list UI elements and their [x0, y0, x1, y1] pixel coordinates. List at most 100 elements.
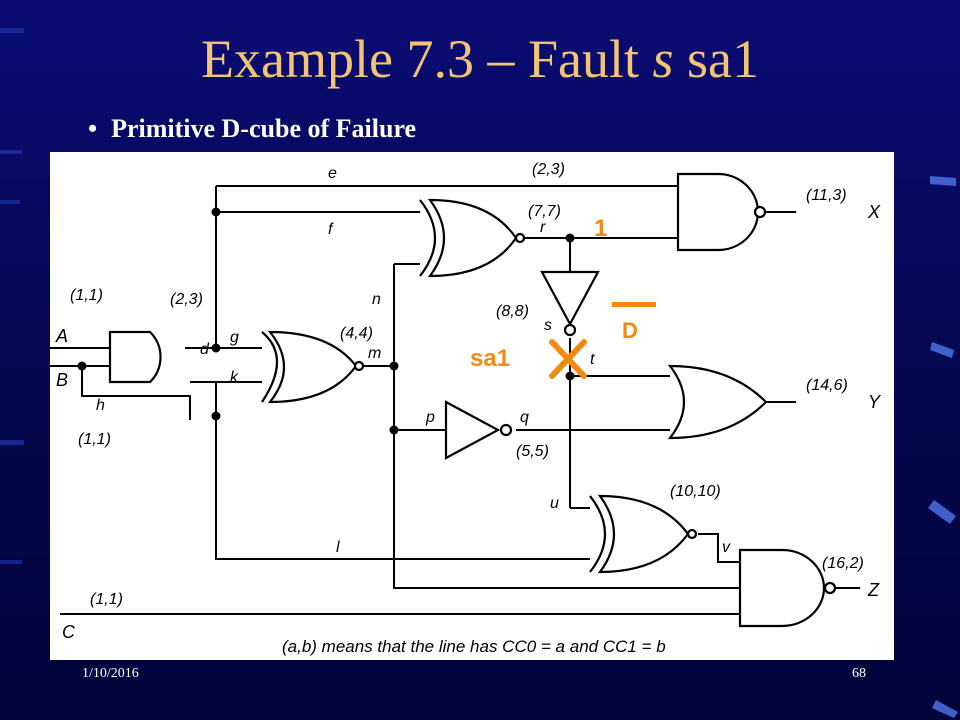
- label-v: v: [722, 539, 731, 556]
- cc-c: (1,1): [90, 591, 123, 608]
- bullet-item: • Primitive D-cube of Failure: [88, 114, 416, 144]
- output-x-label: X: [867, 202, 881, 222]
- not-gate-q-bubble: [499, 423, 513, 437]
- annotation-one: 1: [594, 215, 607, 242]
- circuit-diagram: e f d g k h l m n p q r s t u v A B C X …: [50, 161, 882, 656]
- cc-e: (2,3): [532, 161, 565, 178]
- nor-gate-1: [267, 330, 358, 404]
- background-stripe: [0, 28, 24, 33]
- not-gate-s: [540, 270, 600, 327]
- fault-x-icon: [549, 339, 587, 379]
- cc-x: (11,3): [806, 187, 847, 204]
- label-h: h: [96, 397, 105, 414]
- cc-a: (1,1): [70, 287, 103, 304]
- bullet-text: Primitive D-cube of Failure: [111, 114, 417, 143]
- xnor-gate-bubble: [514, 232, 526, 244]
- io-labels: A B C X Y Z: [55, 202, 882, 642]
- cc-m: (4,4): [340, 325, 373, 342]
- label-p: p: [425, 409, 435, 426]
- d-bar-overline: [612, 302, 656, 307]
- junction-dot: [77, 361, 87, 371]
- label-n: n: [372, 291, 381, 308]
- wire-v: [698, 533, 740, 563]
- nand-gate-z: [738, 548, 826, 628]
- junction-dot: [565, 233, 575, 243]
- label-t: t: [590, 351, 595, 368]
- nand-gate-z-bubble: [823, 581, 837, 595]
- cc-z: (16,2): [822, 555, 864, 572]
- wire-l: [215, 382, 590, 560]
- nor-gate-2: [597, 494, 690, 574]
- label-q: q: [520, 409, 529, 426]
- label-l: l: [336, 539, 340, 556]
- cc-labels: (1,1) (1,1) (1,1) (2,3) (2,3) (4,4) (7,7…: [70, 161, 864, 608]
- nor-gate-2-back: [589, 495, 607, 573]
- nor-gate-1-bubble: [353, 360, 365, 372]
- circuit-diagram-panel: e f d g k h l m n p q r s t u v A B C X …: [50, 152, 894, 660]
- label-u: u: [550, 495, 559, 512]
- background-stripe: [930, 342, 954, 358]
- label-d: d: [200, 341, 210, 358]
- footer-date: 1/10/2016: [82, 666, 139, 681]
- line-labels: e f d g k h l m n p q r s t u v: [96, 165, 731, 556]
- nand-gate-x-bubble: [753, 205, 767, 219]
- slide-title: Example 7.3 – Fault s sa1: [0, 28, 960, 90]
- cc-y: (14,6): [806, 377, 848, 394]
- title-prefix: Example 7.3 – Fault: [201, 29, 653, 89]
- not-gate-s-bubble: [563, 323, 577, 337]
- background-stripe: [0, 440, 24, 445]
- or-gate-y: [667, 364, 768, 440]
- xnor-gate-back: [419, 199, 437, 277]
- background-stripe: [930, 176, 956, 186]
- title-suffix: sa1: [673, 29, 759, 89]
- cc-q: (5,5): [516, 443, 549, 460]
- nand-gate-x: [676, 172, 760, 252]
- cc-s: (8,8): [496, 303, 529, 320]
- legend-note: (a,b) means that the line has CC0 = a an…: [282, 637, 666, 656]
- junction-dot: [565, 371, 575, 381]
- junctions: [77, 207, 575, 435]
- annotation-sa1: sa1: [470, 345, 510, 372]
- wire-h: [81, 366, 191, 420]
- not-gate-q: [444, 400, 501, 460]
- title-italic-signal: s: [652, 29, 674, 89]
- label-m: m: [368, 345, 381, 362]
- wires: [50, 185, 860, 615]
- cc-d: (2,3): [170, 291, 203, 308]
- background-stripe: [0, 560, 22, 564]
- label-k: k: [230, 369, 239, 386]
- and-gate-1: [108, 330, 162, 384]
- background-stripe: [928, 500, 956, 524]
- junction-dot: [211, 207, 221, 217]
- cc-h: (1,1): [78, 431, 111, 448]
- background-stripe: [932, 700, 958, 718]
- input-a-label: A: [55, 326, 68, 346]
- bullet-dot-icon: •: [88, 114, 98, 143]
- label-f: f: [328, 221, 334, 238]
- nor-gate-1-back: [261, 331, 279, 403]
- input-c-label: C: [62, 622, 76, 642]
- cc-v: (10,10): [670, 483, 721, 500]
- cc-r: (7,7): [528, 203, 561, 220]
- input-b-label: B: [56, 370, 68, 390]
- label-r: r: [540, 219, 546, 236]
- label-e: e: [328, 165, 337, 182]
- output-y-label: Y: [868, 392, 882, 412]
- label-g: g: [230, 329, 239, 346]
- fault-annotations: 1 D sa1: [470, 215, 656, 372]
- junction-dot: [211, 411, 221, 421]
- wire-n: [393, 264, 740, 589]
- footer-page-number: 68: [852, 666, 866, 681]
- junction-dot: [389, 425, 399, 435]
- annotation-d-bar: D: [622, 318, 638, 343]
- nor-gate-2-bubble: [686, 528, 698, 540]
- junction-dot: [389, 361, 399, 371]
- background-stripe: [0, 150, 22, 154]
- gates: [108, 172, 837, 628]
- background-stripe: [0, 200, 20, 204]
- label-s: s: [544, 317, 552, 334]
- xnor-gate: [427, 198, 518, 278]
- junction-dot: [211, 343, 221, 353]
- output-z-label: Z: [867, 580, 880, 600]
